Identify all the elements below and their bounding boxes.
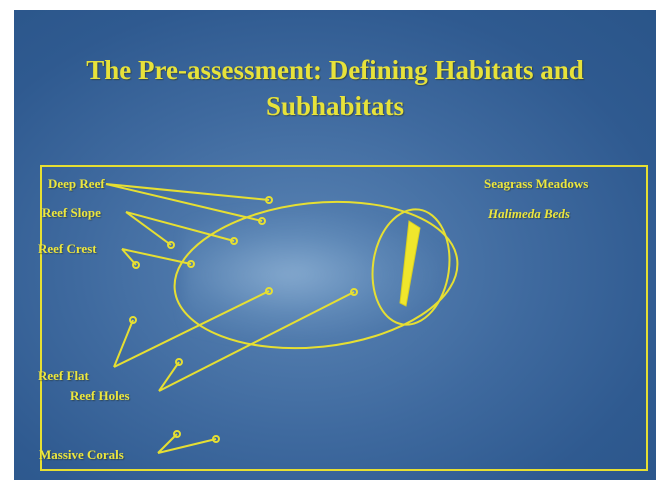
massive-corals-pointer-2 xyxy=(158,439,216,453)
label-deep-reef: Deep Reef xyxy=(48,176,105,192)
slide: The Pre-assessment: Defining Habitats an… xyxy=(14,10,656,480)
reef-outline-ellipse xyxy=(167,189,464,362)
reef-flat-pointer-2 xyxy=(114,291,269,367)
label-massive-corals: Massive Corals xyxy=(39,447,124,463)
label-halimeda-beds: Halimeda Beds xyxy=(488,206,570,222)
label-reef-crest: Reef Crest xyxy=(38,241,97,257)
label-reef-flat: Reef Flat xyxy=(38,368,89,384)
reef-holes-pointer-2 xyxy=(159,292,354,391)
label-reef-holes: Reef Holes xyxy=(70,388,130,404)
reef-slope-pointer-1 xyxy=(126,212,171,245)
deep-reef-pointer-1 xyxy=(106,184,269,200)
reef-slope-pointer-2 xyxy=(126,212,234,241)
label-seagrass-meadows: Seagrass Meadows xyxy=(484,176,588,192)
annotation-overlay xyxy=(14,10,656,480)
jetty-marker xyxy=(400,221,420,306)
label-reef-slope: Reef Slope xyxy=(42,205,101,221)
